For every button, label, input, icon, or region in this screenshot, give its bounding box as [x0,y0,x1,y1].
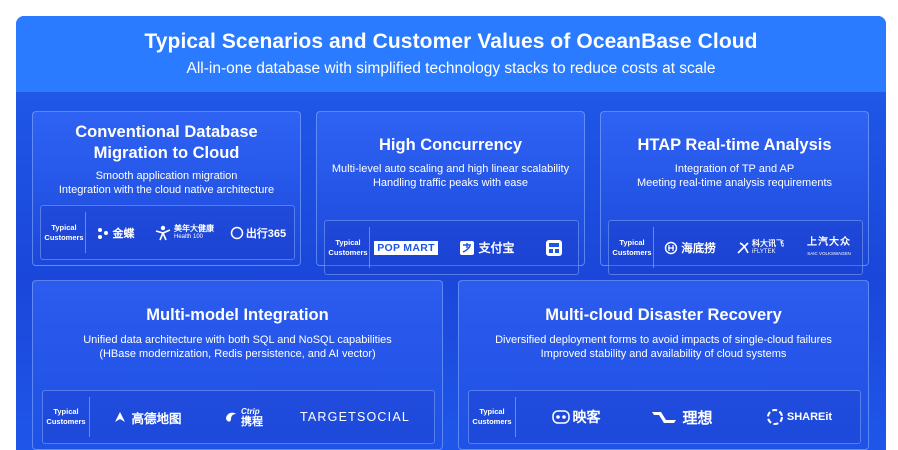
logo-label: 出行365 [245,227,287,240]
amap-icon [115,412,126,422]
logo-sublabel: Health 100 [174,233,204,240]
divider [369,227,370,268]
logo-lixiang: 理想 [637,391,727,443]
divider [515,397,516,437]
card-htap-analysis: HTAP Real-time Analysis Integration of T… [600,111,869,275]
logo-label: 金蝶 [112,227,135,240]
inke-owl-icon [551,410,570,424]
customers-label: Typical Customers [44,222,84,242]
divider [89,397,90,437]
logo-alipay: 支付宝 [455,221,519,274]
logo-label: TARGETSOCIAL [299,410,411,424]
customers-label: Typical Customers [472,407,512,426]
logo-inke: 映客 [539,391,613,443]
logo-ctrip: Ctrip 携程 [213,391,273,443]
card-desc-line2: (HBase modernization, Redis persistence,… [99,348,376,360]
card-desc-line1: Multi-level auto scaling and high linear… [331,163,570,175]
logo-amap: 高德地图 [105,391,189,443]
card-desc-line1: Unified data architecture with both SQL … [83,334,392,346]
card-title: HTAP Real-time Analysis [637,136,832,154]
customers-label: Typical Customers [612,237,652,257]
logo-shareit: SHAREit [759,391,839,443]
card-multi-cloud-dr: Multi-cloud Disaster Recovery Diversifie… [458,280,869,450]
logo-label: 携程 [241,416,263,428]
logo-targetsocial: TARGETSOCIAL [283,391,427,443]
iflytek-icon [737,241,749,254]
divider [653,227,654,268]
card-desc-line2: Handling traffic peaks with ease [372,177,529,189]
logo-popmart: POP MART [374,221,438,274]
logo-kingdee: 金蝶 [89,206,141,259]
customers-strip: Typical Customers 高德地图 Ctrip 携程 TARGETSO… [42,390,435,444]
card-desc-line1: Smooth application migration [95,170,238,182]
logo-sublabel: iFLYTEK [752,248,776,255]
card-desc-line1: Integration of TP and AP [674,163,795,175]
app-icon [546,239,562,256]
logo-sublabel: Ctrip [241,407,260,416]
logo-chuxing365: 出行365 [224,206,292,259]
logo-label: 高德地图 [131,411,182,426]
page-subtitle: All-in-one database with simplified tech… [186,60,716,77]
logo-haidilao: 海底捞 [657,221,723,274]
card-conventional-migration: Conventional Database Migration to Cloud… [32,111,301,266]
logo-saic-volkswagen: 上汽大众 SAIC VOLKSWAGEN [797,221,861,274]
card-title: Multi-model Integration [146,306,329,324]
card-desc-line2: Meeting real-time analysis requirements [636,177,833,189]
haidilao-icon [665,241,678,254]
divider [85,212,86,253]
logo-iflytek: 科大讯飞 iFLYTEK [727,221,793,274]
card-multi-model: Multi-model Integration Unified data arc… [32,280,443,450]
card-desc-line2: Integration with the cloud native archit… [58,184,275,196]
customers-strip: Typical Customers POP MART 支付宝 [324,220,579,275]
page-title: Typical Scenarios and Customer Values of… [144,30,758,53]
customers-strip: Typical Customers 海底捞 科大讯飞 iFLYTEK [608,220,863,275]
card-title-line2: Migration to Cloud [93,144,240,162]
scenarios-panel: Typical Scenarios and Customer Values of… [16,16,886,450]
ctrip-dolphin-icon [226,412,236,422]
logo-health100: 美年大健康 Health 100 [149,206,219,259]
logo-label: 上汽大众 [807,236,851,248]
customers-label: Typical Customers [328,237,368,257]
logo-label: POP MART [374,240,438,255]
customers-strip: Typical Customers 金蝶 美年大健康 Health 100 [40,205,295,260]
lixiang-icon [652,412,677,423]
logo-label: 支付宝 [478,241,515,255]
shareit-icon [766,409,783,425]
logo-label: 美年大健康 [174,223,214,233]
kingdee-icon [97,227,108,239]
logo-label: 海底捞 [681,242,716,255]
customers-label: Typical Customers [46,407,86,426]
logo-sublabel: SAIC VOLKSWAGEN [807,250,851,256]
health-figure-icon [155,225,171,240]
logo-label: SHAREit [786,411,833,423]
logo-game-app [537,221,571,274]
card-desc-line2: Improved stability and availability of c… [540,348,787,360]
card-high-concurrency: High Concurrency Multi-level auto scalin… [316,111,585,275]
chuxing-icon [230,226,244,239]
card-desc-line1: Diversified deployment forms to avoid im… [495,334,832,346]
card-title: High Concurrency [378,136,523,154]
alipay-icon [460,240,475,255]
card-title: Multi-cloud Disaster Recovery [545,306,782,324]
logo-label: 映客 [572,409,601,425]
customers-strip: Typical Customers 映客 理想 SHAREit [468,390,861,444]
card-title-line1: Conventional Database [75,123,258,141]
logo-label: 科大讯飞 [752,238,784,248]
logo-label: 理想 [682,409,713,427]
header: Typical Scenarios and Customer Values of… [16,16,886,92]
